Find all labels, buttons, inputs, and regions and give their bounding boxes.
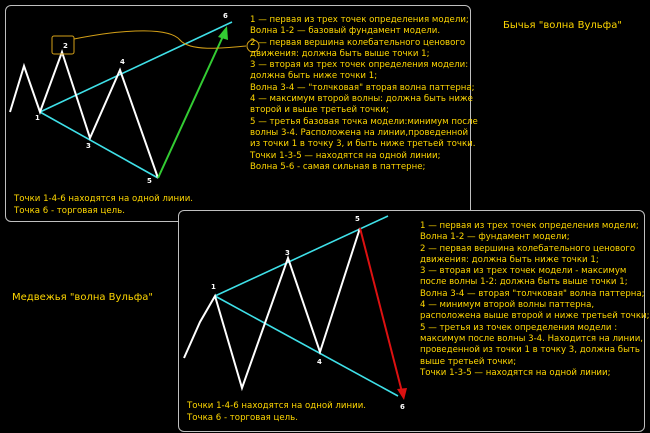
bear-desc-line: 2 — первая вершина колебательного ценово… xyxy=(420,243,636,254)
bearish-wave-line xyxy=(183,227,361,392)
bear-desc-line: максимум после волны 3-4. Находится на л… xyxy=(420,333,644,344)
bear-desc-line: Точки 1-3-5 — находятся на одной линии; xyxy=(420,367,611,378)
bull-desc-line: из точки 1 в точку 3, и быть ниже третье… xyxy=(250,139,476,150)
target-arrowhead-up xyxy=(218,26,228,40)
bear-caption-line: Точки 1-4-6 находятся на одной линии. xyxy=(187,401,367,411)
bull-caption-line: Точки 1-4-6 находятся на одной линии. xyxy=(14,194,194,204)
point2-circle xyxy=(246,39,260,53)
bear-point-1: 1 xyxy=(211,283,216,291)
bull-desc-line: второй и выше третьей точки; xyxy=(250,105,389,116)
bear-desc-line: движения: должна быть ниже точки 1; xyxy=(420,254,599,265)
bear-desc-line: 5 — третья из точек определения модели : xyxy=(420,322,618,333)
bear-desc-line: проведенной из точки 1 в точку 3, должна… xyxy=(420,345,640,356)
bullish-wave-line xyxy=(9,48,159,179)
bull-desc-line: Волна 1-2 — базовый фундамент модели. xyxy=(250,26,441,37)
bull-desc-line: 4 — максимум второй волны: должна быть н… xyxy=(250,94,473,105)
bull-point-6: 6 xyxy=(223,12,228,20)
bull-point-5: 5 xyxy=(147,177,152,185)
bullish-caption: Точки 1-4-6 находятся на одной линии. То… xyxy=(14,193,193,217)
bull-desc-line: 2 — первая вершина колебательного ценово… xyxy=(250,37,466,48)
trendline-1-4-6 xyxy=(214,295,399,397)
bear-point-3: 3 xyxy=(285,249,290,257)
bear-desc-line: 3 — вторая из трех точек модели - максим… xyxy=(420,266,627,277)
bear-point-6: 6 xyxy=(400,403,405,411)
trendline-1-3-5 xyxy=(39,111,159,179)
bull-caption-line: Точка 6 - торговая цель. xyxy=(14,206,125,216)
bearish-description: 1 — первая из трех точек определения мод… xyxy=(420,221,650,379)
bear-desc-line: расположена выше второй и ниже третьей т… xyxy=(420,311,650,322)
bull-desc-line: должна быть ниже точки 1; xyxy=(250,71,378,82)
bull-point-4: 4 xyxy=(120,58,125,66)
bear-caption-line: Точка 6 - торговая цель. xyxy=(187,413,298,423)
bull-point-1: 1 xyxy=(35,114,40,122)
target-arrowhead-down xyxy=(397,388,407,400)
trendline-1-4-6 xyxy=(39,21,233,113)
bull-desc-line: Волна 5-6 - самая сильная в паттерне; xyxy=(250,161,426,172)
bear-desc-line: 4 — минимум второй волны паттерна, xyxy=(420,300,595,311)
bear-point-5: 5 xyxy=(355,215,360,223)
bull-desc-line: Точки 1-3-5 — находятся на одной линии; xyxy=(250,150,441,161)
target-arrow-up xyxy=(157,33,225,179)
bull-desc-line: Волна 3-4 — "толчковая" вторая волна пат… xyxy=(250,82,475,93)
bull-desc-line: 5 — третья базовая точка модели:минимум … xyxy=(250,116,478,127)
bull-point-3: 3 xyxy=(86,142,91,150)
bull-desc-line: 3 — вторая из трех точек определения мод… xyxy=(250,60,469,71)
point2-highlight-box xyxy=(51,35,75,55)
bearish-caption: Точки 1-4-6 находятся на одной линии. То… xyxy=(187,400,366,424)
bear-desc-line: Волна 1-2 — фундамент модели; xyxy=(420,232,570,243)
bear-point-4: 4 xyxy=(317,358,322,366)
bullish-title: Бычья "волна Вульфа" xyxy=(503,20,622,31)
bearish-title: Медвежья "волна Вульфа" xyxy=(12,292,154,303)
trendline-1-3-5 xyxy=(214,215,389,297)
bullish-description: 1 — первая из трех точек определения мод… xyxy=(250,15,478,173)
bear-desc-line: 1 — первая из трех точек определения мод… xyxy=(420,221,639,231)
bear-desc-line: после волны 1-2: должна быть выше точки … xyxy=(420,277,628,288)
bull-desc-line: движения: должна быть выше точки 1; xyxy=(250,48,430,59)
target-arrow-down xyxy=(359,227,403,393)
bear-desc-line: Волна 3-4 — вторая "толчковая" волна пат… xyxy=(420,288,645,299)
bearish-panel xyxy=(178,210,645,432)
bull-desc-line: волны 3-4. Расположена на линии,проведен… xyxy=(250,127,469,138)
point2-connector xyxy=(73,30,247,49)
bear-desc-line: выше третьей точки; xyxy=(420,356,517,367)
bull-desc-line: 1 — первая из трех точек определения мод… xyxy=(250,15,469,25)
bull-point-2: 2 xyxy=(63,42,68,50)
